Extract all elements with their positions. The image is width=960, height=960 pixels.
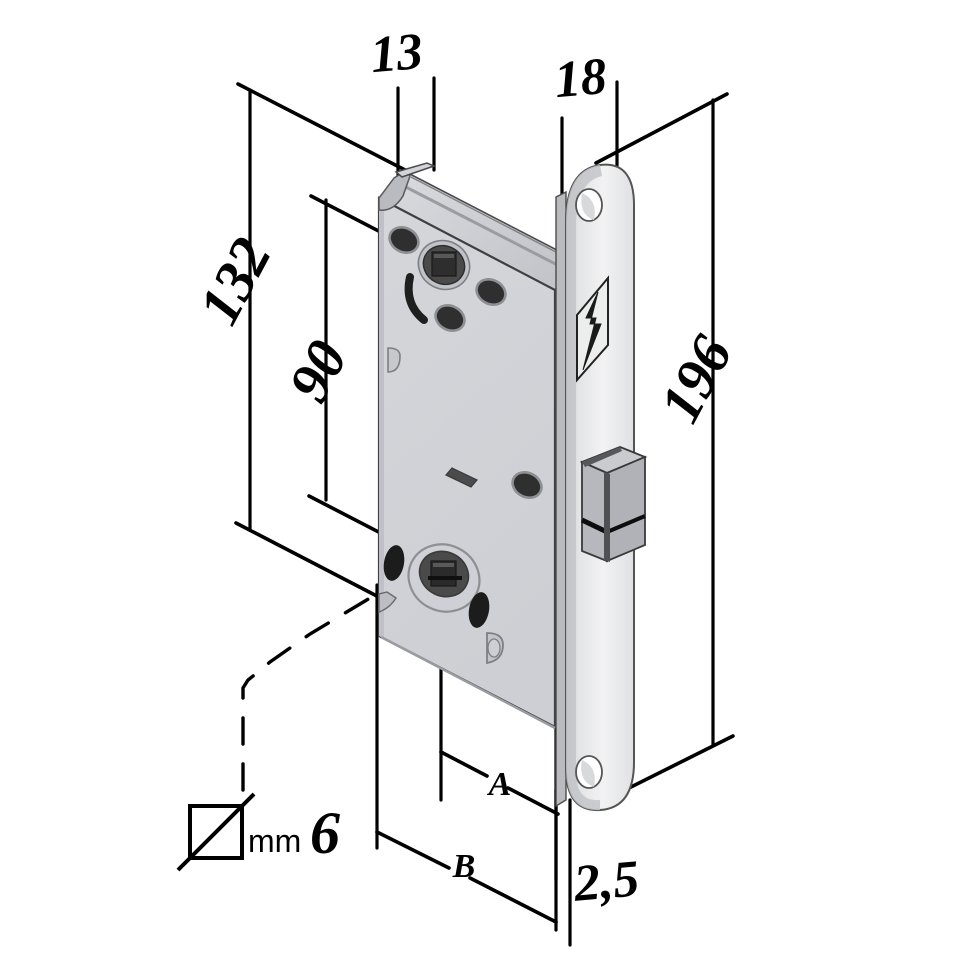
faceplate-back-edge [555, 190, 567, 808]
dimension-lines-group [234, 76, 735, 947]
lower-d-dimple-inner [487, 638, 501, 658]
dim-a-leader-right [506, 786, 560, 816]
dim-label-b: B [452, 848, 476, 885]
lock-body-bottom-left-notch [378, 591, 397, 613]
center-hole-right [511, 471, 543, 499]
center-rectangular-slot [445, 467, 478, 488]
lock-body-left-edge-strip [379, 196, 384, 639]
dim-label-196: 196 [647, 325, 745, 432]
square-symbol-leader-dashed [241, 596, 372, 792]
dim-label-a: A [487, 766, 512, 803]
dim-b-leader-left [375, 830, 451, 870]
latch-bolt-front-face [581, 460, 608, 563]
square-diagonal-line [176, 792, 256, 872]
lock-body-top-seam-2 [410, 176, 582, 266]
square-with-diagonal-icon [188, 804, 244, 860]
latch-bolt-group [579, 446, 648, 563]
lock-body-top-tab [394, 162, 437, 178]
dim-b-leader-right [468, 876, 558, 924]
dim-132-leader-bottom [234, 521, 402, 610]
square-symbol-value-label: 6 [310, 800, 340, 866]
latch-bolt-split-line-front [580, 517, 609, 535]
dim-label-18: 18 [552, 48, 609, 109]
faceplate-latch-window [576, 275, 609, 383]
upper-spindle-square-highlight [434, 254, 454, 258]
dim-196-leader-top [594, 92, 729, 165]
lower-cylinder-assembly [407, 543, 481, 613]
dim-label-132: 132 [186, 227, 284, 334]
lower-spindle-square-highlight [433, 563, 454, 567]
upper-curved-slot [404, 273, 428, 324]
upper-hole-bottom [434, 304, 466, 332]
dim-132-leader-top [236, 82, 411, 174]
latch-bolt-edge-dark [604, 472, 610, 562]
lock-body-bottom-edge [380, 635, 556, 730]
dim-label-13: 13 [368, 23, 425, 84]
upper-spindle-assembly [417, 239, 471, 291]
square-symbol-unit-label: mm [248, 823, 301, 859]
faceplate-screw-hole-top-shade [581, 193, 595, 220]
latch-bolt-split-line-right [606, 514, 646, 534]
lower-oval-slot-left [383, 545, 405, 581]
dim-label-25: 2,5 [571, 850, 642, 913]
faceplate-group [555, 163, 648, 812]
lock-body-group [377, 162, 584, 730]
upper-d-dimple [387, 347, 401, 373]
upper-hole-left [388, 226, 420, 254]
dim-label-90: 90 [275, 330, 360, 412]
faceplate-latch-mark-icon [582, 291, 602, 371]
faceplate-screw-hole-bottom-shade [581, 760, 595, 787]
faceplate-left-shade [566, 165, 602, 811]
lock-body-top-seam [397, 181, 572, 274]
square-symbol-group [176, 792, 256, 872]
lower-oval-slot-right [468, 592, 490, 628]
dim-a-leader-left [439, 750, 489, 778]
latch-bolt-top-edge-dark [582, 447, 622, 467]
latch-bolt-right-face [606, 455, 646, 563]
upper-hole-right [475, 278, 507, 306]
